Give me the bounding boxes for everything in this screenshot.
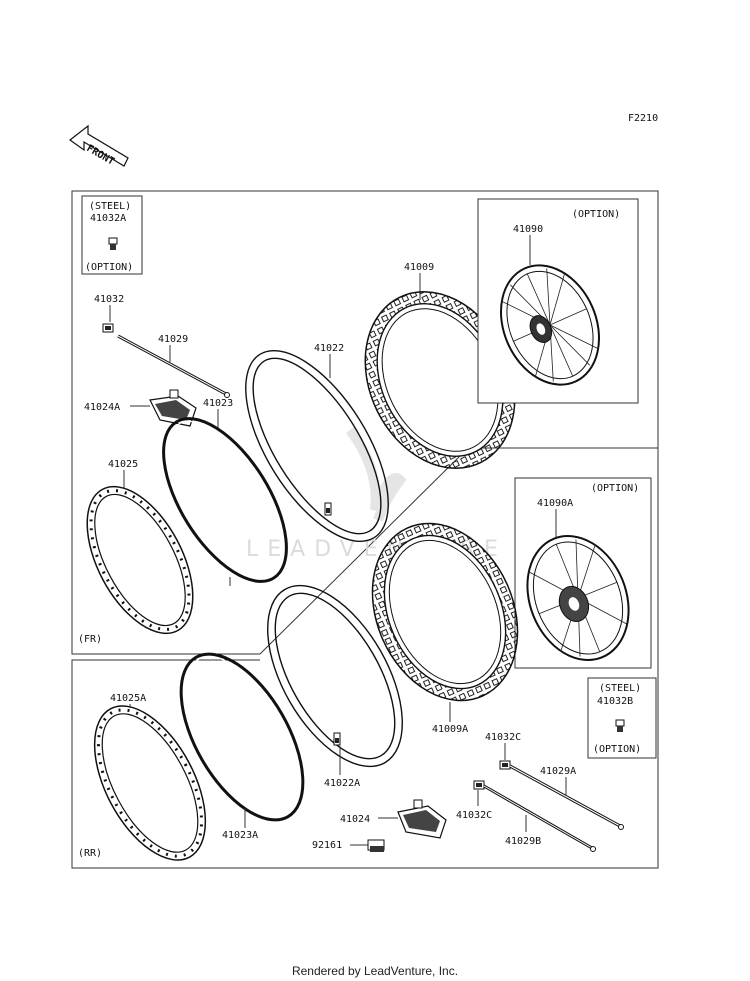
rear-section-border [71,448,659,869]
label-41022a: 41022A [324,778,360,789]
front-section-tag: (FR) [78,634,102,645]
steel-box-rear-title: (STEEL) [599,683,641,694]
label-41024a: 41024A [84,402,120,413]
rear-wheel-icon [526,534,630,662]
label-41029: 41029 [158,334,188,345]
rear-rim-lock-icon [397,799,447,839]
label-41009: 41009 [404,262,434,273]
label-41024: 41024 [340,814,370,825]
label-41029a: 41029A [540,766,576,777]
rear-tire-icon [371,522,519,702]
label-41032c-bottom: 41032C [456,810,492,821]
option-box-front-wheel: (OPTION) 41090 [477,198,639,404]
spoke-icon [117,334,230,398]
steel-box-rear-part: 41032B [597,696,633,707]
option-box-rear-title: (OPTION) [591,483,639,494]
option-box-rear-wheel: (OPTION) 41090A [514,477,652,669]
rear-valve-nut-icon [499,760,511,770]
rear-spoke-b-icon [483,784,596,852]
valve-nut-icon [102,323,114,333]
rear-valve-cap-icon [615,719,625,732]
label-41023: 41023 [203,398,233,409]
option-box-rear-part: 41090A [537,498,573,509]
label-41032: 41032 [94,294,124,305]
front-wheel-icon [499,264,601,386]
front-tire-icon [364,291,516,469]
label-41025a: 41025A [110,693,146,704]
rear-inner-tube-icon [267,584,403,768]
steel-option-box-front: (STEEL) 41032A (OPTION) [81,195,143,275]
tube-valve-icon [324,502,332,516]
front-section-border [71,190,659,655]
steel-box-rear-note: (OPTION) [593,744,641,755]
steel-box-front-part: 41032A [90,213,126,224]
inner-tube-icon [245,349,389,543]
option-box-front-title: (OPTION) [572,209,620,220]
figure-code: F2210 [628,113,658,124]
rear-rim-icon [93,705,207,861]
label-41032c-top: 41032C [485,732,521,743]
rear-rim-band-icon [179,652,305,822]
steel-box-front-note: (OPTION) [85,262,133,273]
option-box-front-part: 41090 [513,224,543,235]
rear-spoke-a-icon [509,764,624,830]
rear-tube-valve-icon [333,732,341,746]
rim-lock-icon [149,389,197,427]
footer-credit: Rendered by LeadVenture, Inc. [291,964,459,978]
label-41023a: 41023A [222,830,258,841]
steel-option-box-rear: (STEEL) 41032B (OPTION) [587,677,657,759]
steel-box-front-title: (STEEL) [89,201,131,212]
label-41029b: 41029B [505,836,541,847]
label-41022: 41022 [314,343,344,354]
valve-cap-icon [108,237,118,250]
label-41009a: 41009A [432,724,468,735]
label-92161: 92161 [312,840,342,851]
label-41025: 41025 [108,459,138,470]
rear-valve-nut-b-icon [473,780,485,790]
rim-band-icon [162,417,288,583]
rim-lock-nut-icon [367,839,385,852]
rear-section-tag: (RR) [78,848,102,859]
front-arrow-icon: FRONT [68,124,129,168]
rim-icon [86,485,194,635]
